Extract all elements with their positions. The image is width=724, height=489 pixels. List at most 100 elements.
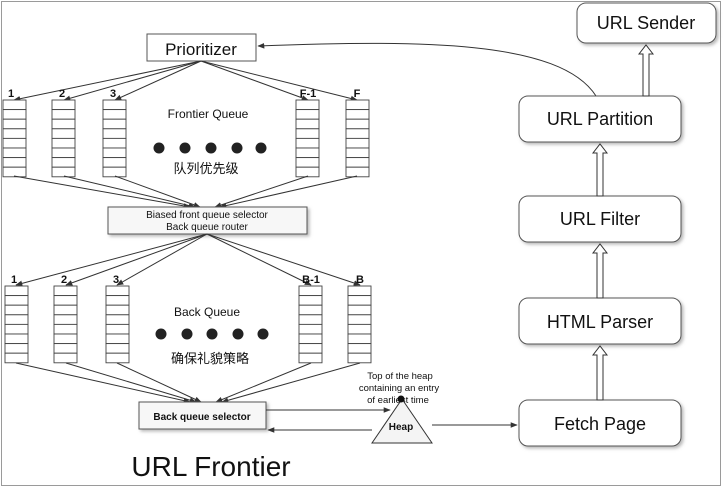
queue-slot (347, 352, 372, 364)
queue-slot (51, 99, 76, 111)
url-partition-label: URL Partition (547, 109, 653, 129)
queue-slot (345, 118, 370, 130)
back-queue-label-b: B (356, 274, 364, 286)
queue-slot (53, 314, 78, 325)
back-queue-stacks (4, 285, 372, 364)
prioritizer-label: Prioritizer (165, 40, 237, 59)
frontier-queue-stacks (2, 99, 370, 178)
pipeline-hollow-arrows (591, 44, 655, 401)
frontier-queue-label-f-1: F-1 (300, 88, 317, 100)
queue-slot (53, 352, 78, 364)
queue-slot (298, 295, 323, 306)
back-queue-subtitle: 确保礼貌策略 (171, 351, 249, 367)
back-queue-1 (4, 285, 29, 364)
queue-slot (53, 333, 78, 345)
queue-slot (102, 109, 127, 120)
queue-slot (345, 147, 370, 159)
filter-to-partition-arrow (591, 143, 609, 197)
queue-slot (53, 343, 78, 354)
queue-slot (347, 343, 372, 354)
fetch-page-label: Fetch Page (554, 414, 646, 434)
queue-slot (105, 333, 130, 345)
queue-slot (102, 128, 127, 139)
frontier-queue-1 (2, 99, 27, 178)
frontier-queue-subtitle: 队列优先级 (173, 162, 238, 177)
queue-slot (298, 323, 323, 335)
queue-slot (345, 137, 370, 149)
url-sender-label: URL Sender (597, 13, 695, 33)
heap-node: Heap (371, 398, 433, 444)
html-parser-node: HTML Parser (518, 297, 682, 345)
queue-slot (298, 352, 323, 364)
queue-slot (102, 166, 127, 178)
queue-slot (53, 285, 78, 297)
queue-slot (347, 304, 372, 316)
url-filter-label: URL Filter (560, 209, 640, 229)
back-queue-label-b-1: B-1 (302, 274, 320, 286)
queue-slot (295, 99, 320, 111)
queue-slot (4, 304, 29, 316)
heap-note-line1: Top of the heap (367, 371, 433, 382)
queue-slot (295, 109, 320, 120)
frontier-queue-title: Frontier Queue (168, 107, 249, 121)
queue-slot (295, 166, 320, 178)
queue-slot (105, 343, 130, 354)
queue-slot (51, 137, 76, 149)
queue-slot (347, 323, 372, 335)
queue-slot (295, 147, 320, 159)
back-selector-label: Back queue selector (153, 412, 250, 423)
queue-slot (347, 295, 372, 306)
queue-slot (2, 147, 27, 159)
url-sender-node: URL Sender (576, 2, 717, 44)
queue-slot (51, 109, 76, 120)
frontier-queue-4 (295, 99, 320, 178)
heap-label: Heap (389, 422, 413, 433)
queue-slot (295, 128, 320, 139)
queue-slot (105, 323, 130, 335)
queue-slot (105, 285, 130, 297)
queue-slot (298, 343, 323, 354)
queue-slot (298, 333, 323, 345)
url-partition-node: URL Partition (518, 95, 682, 143)
back-queue-5 (347, 285, 372, 364)
back-queue-3 (105, 285, 130, 364)
back-selector-node: Back queue selector (138, 401, 267, 430)
back-queue-label-3: 3 (113, 274, 119, 286)
partition-to-prioritizer-arrow (257, 42, 597, 97)
queue-slot (51, 118, 76, 130)
prioritizer-to-queues-arrows (13, 60, 358, 102)
queue-slot (53, 295, 78, 306)
partition-to-sender-arrow (637, 44, 655, 97)
queue-slot (2, 137, 27, 149)
queue-slot (345, 166, 370, 178)
back-queues-to-selector-arrows (15, 362, 361, 404)
queue-slot (53, 304, 78, 316)
queue-slot (102, 157, 127, 168)
queue-slot (2, 128, 27, 139)
frontier-queue-label-2: 2 (59, 88, 65, 100)
queue-slot (51, 128, 76, 139)
queue-slot (4, 343, 29, 354)
queue-slot (4, 314, 29, 325)
queue-slot (4, 333, 29, 345)
queue-slot (4, 352, 29, 364)
queue-slot (105, 304, 130, 316)
frontier-queue-3 (102, 99, 127, 178)
queue-slot (2, 109, 27, 120)
back-queue-2 (53, 285, 78, 364)
router-to-back-queues-arrows (15, 233, 361, 287)
back-queue-label-2: 2 (61, 274, 67, 286)
queue-slot (105, 314, 130, 325)
queue-slot (345, 128, 370, 139)
fetch-page-node: Fetch Page (518, 399, 682, 447)
back-ellipsis-dots (155, 328, 269, 340)
queue-slot (2, 157, 27, 168)
queue-slot (298, 314, 323, 325)
queue-slot (102, 99, 127, 111)
queue-slot (105, 295, 130, 306)
front-selector-line2: Back queue router (166, 222, 248, 233)
queue-slot (347, 333, 372, 345)
queue-slot (298, 285, 323, 297)
fetch-to-parser-arrow (591, 345, 609, 401)
